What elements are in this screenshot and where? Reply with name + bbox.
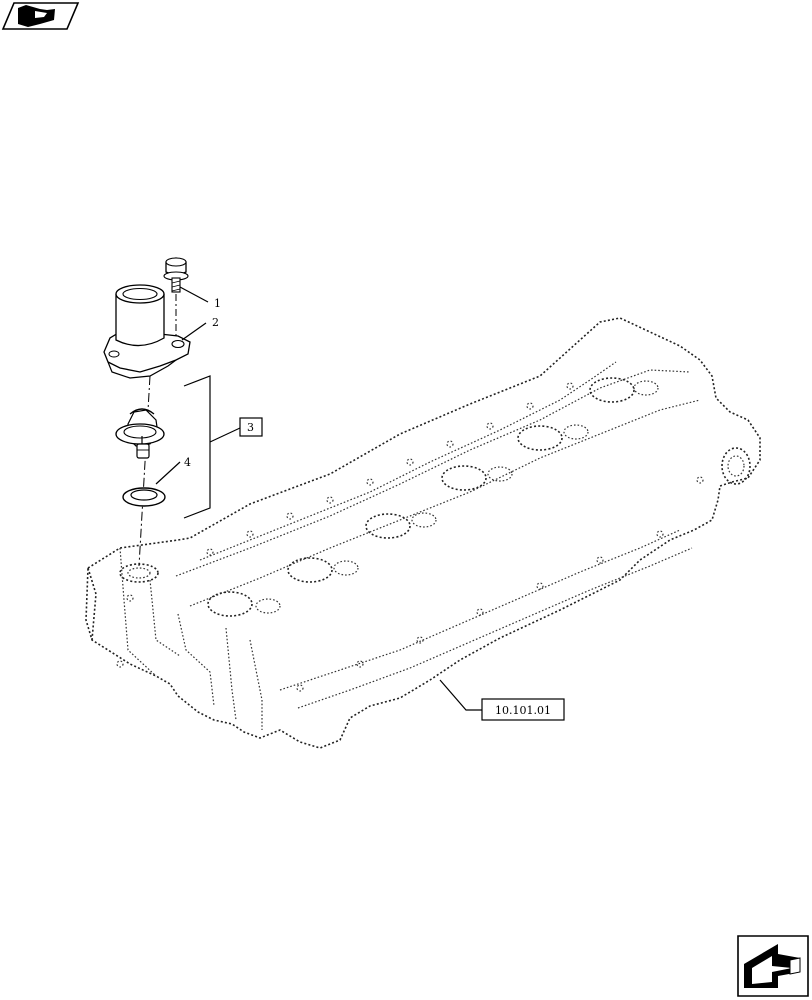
previous-page-arrow-icon	[18, 5, 55, 27]
svg-text:3: 3	[247, 421, 254, 434]
thermostat-part	[115, 408, 165, 459]
next-page-arrow-icon	[744, 944, 801, 988]
bolt-part	[163, 257, 189, 336]
previous-page-button[interactable]	[1, 2, 80, 30]
svg-text:4: 4	[184, 456, 191, 469]
next-page-button[interactable]	[737, 935, 809, 997]
svg-text:2: 2	[212, 316, 219, 329]
leader-lines	[155, 286, 482, 711]
svg-text:1: 1	[214, 297, 221, 310]
assembly-centerline	[138, 375, 151, 567]
cylinder-head-outline	[85, 317, 761, 749]
seal-ring-part	[122, 487, 166, 507]
callout-1: 1	[214, 297, 221, 310]
group-bracket	[183, 375, 241, 519]
callout-4: 4	[184, 456, 191, 469]
callout-3-box: 3	[239, 417, 263, 437]
thermostat-housing-part	[103, 284, 191, 379]
callout-2: 2	[212, 316, 219, 329]
reference-link-10-101-01[interactable]: 10.101.01	[481, 698, 565, 721]
svg-text:10.101.01: 10.101.01	[495, 704, 551, 717]
